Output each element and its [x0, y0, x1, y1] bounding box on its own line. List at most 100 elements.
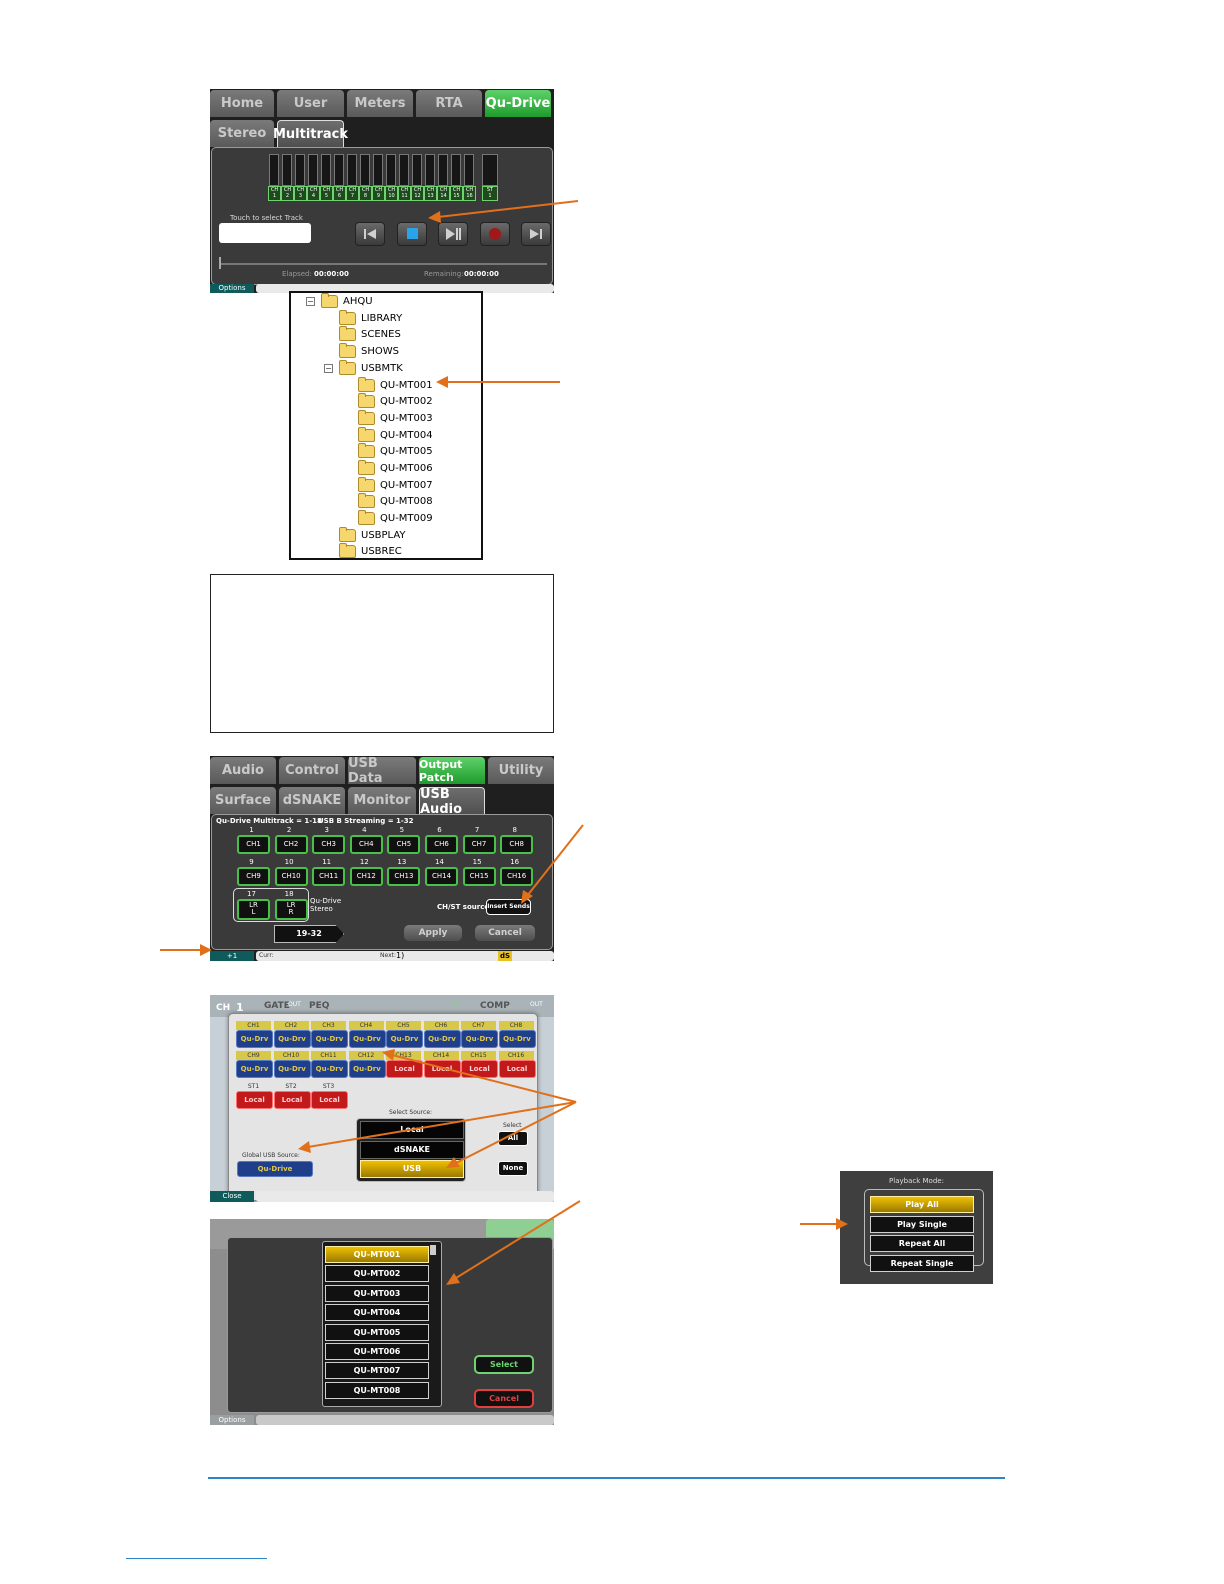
collapse-usbmtk[interactable]: −: [324, 364, 333, 373]
position-slider[interactable]: [219, 263, 547, 265]
folder-usbrec[interactable]: USBREC: [339, 543, 402, 558]
folder-library[interactable]: LIBRARY: [339, 309, 402, 326]
source-button[interactable]: Local: [386, 1060, 423, 1078]
cancel-list-button[interactable]: Cancel: [474, 1389, 534, 1408]
track-folder-item[interactable]: QU-MT005: [325, 1323, 429, 1341]
source-usb-button[interactable]: USB: [360, 1160, 464, 1178]
select-button[interactable]: Select: [474, 1355, 534, 1374]
select-all-button[interactable]: All: [498, 1131, 528, 1146]
patch-button-1[interactable]: CH1: [237, 835, 270, 854]
source-button[interactable]: Qu-Drv: [236, 1060, 273, 1078]
patch-button-14[interactable]: CH14: [425, 867, 458, 886]
channel-button-1[interactable]: CH 1: [268, 186, 281, 201]
source-button[interactable]: Qu-Drv: [348, 1030, 386, 1048]
folder-qu-mt005[interactable]: QU-MT005: [358, 443, 433, 460]
tab-stereo[interactable]: Stereo: [210, 120, 274, 147]
track-folder-item[interactable]: QU-MT008: [325, 1381, 429, 1399]
playback-mode-option[interactable]: Repeat Single: [870, 1254, 974, 1272]
tab-usb-audio[interactable]: USB Audio: [419, 787, 485, 817]
patch-button-13[interactable]: CH13: [387, 867, 421, 886]
previous-track-button[interactable]: [355, 222, 385, 246]
collapse-ahqu[interactable]: −: [306, 297, 315, 306]
channel-button-9[interactable]: CH 9: [372, 186, 385, 201]
cancel-button[interactable]: Cancel: [475, 925, 535, 941]
patch-button-6[interactable]: CH6: [425, 835, 458, 854]
folder-ahqu[interactable]: AHQU: [321, 293, 373, 309]
tab-monitor[interactable]: Monitor: [348, 787, 416, 814]
track-folder-item[interactable]: QU-MT006: [325, 1343, 429, 1360]
folder-qu-mt006[interactable]: QU-MT006: [358, 460, 433, 477]
patch-button-10[interactable]: CH10: [274, 867, 308, 886]
channel-button-16[interactable]: CH 16: [463, 186, 476, 201]
folder-qu-mt008[interactable]: QU-MT008: [358, 493, 433, 510]
tab-dsnake[interactable]: dSNAKE: [279, 787, 345, 814]
source-button[interactable]: Qu-Drv: [273, 1030, 311, 1048]
tab-usb-data[interactable]: USB Data: [348, 756, 416, 786]
stop-button[interactable]: [397, 222, 427, 246]
tab-control[interactable]: Control: [279, 757, 345, 784]
folder-usbplay[interactable]: USBPLAY: [339, 526, 406, 543]
folder-qu-mt009[interactable]: QU-MT009: [358, 510, 433, 527]
source-button[interactable]: Qu-Drv: [311, 1060, 348, 1078]
folder-qu-mt002[interactable]: QU-MT002: [358, 393, 433, 410]
track-folder-item[interactable]: QU-MT004: [325, 1304, 429, 1322]
track-folder-item[interactable]: QU-MT002: [325, 1265, 429, 1283]
source-button[interactable]: Local: [498, 1060, 536, 1078]
track-folder-item[interactable]: QU-MT001: [325, 1246, 429, 1263]
track-folder-item[interactable]: QU-MT007: [325, 1362, 429, 1380]
patch-button-9[interactable]: CH9: [237, 867, 270, 886]
source-button[interactable]: Qu-Drv: [498, 1030, 536, 1048]
insert-sends-button[interactable]: Insert Sends: [486, 899, 531, 915]
source-button[interactable]: Qu-Drv: [423, 1030, 461, 1048]
tab-output-patch[interactable]: Output Patch: [419, 757, 485, 784]
channel-button-8[interactable]: CH 8: [359, 186, 372, 201]
channel-button-6[interactable]: CH 6: [333, 186, 346, 201]
playback-mode-option[interactable]: Play Single: [870, 1215, 974, 1233]
source-button[interactable]: Qu-Drv: [236, 1030, 273, 1048]
tab-utility[interactable]: Utility: [488, 757, 554, 784]
position-slider-handle[interactable]: [219, 257, 221, 269]
tab-home[interactable]: Home: [210, 90, 274, 117]
patch-button-8[interactable]: CH8: [500, 835, 534, 854]
tab-qu-drive[interactable]: Qu-Drive: [485, 90, 551, 117]
patch-button-3[interactable]: CH3: [312, 835, 346, 854]
patch-button-15[interactable]: CH15: [462, 867, 496, 886]
folder-qu-mt001[interactable]: QU-MT001: [358, 376, 433, 393]
source-button[interactable]: Local: [273, 1091, 311, 1109]
source-button[interactable]: Qu-Drv: [273, 1060, 311, 1078]
folder-qu-mt004[interactable]: QU-MT004: [358, 426, 433, 443]
folder-scenes[interactable]: SCENES: [339, 326, 401, 343]
options-tab[interactable]: Options: [210, 284, 254, 293]
folder-qu-mt003[interactable]: QU-MT003: [358, 409, 433, 426]
tab-multitrack[interactable]: Multitrack: [273, 120, 348, 148]
tab-user[interactable]: User: [277, 90, 344, 117]
patch-button-2[interactable]: CH2: [274, 835, 308, 854]
source-button[interactable]: Qu-Drv: [386, 1030, 423, 1048]
source-button[interactable]: Local: [311, 1091, 348, 1109]
playback-mode-option[interactable]: Repeat All: [870, 1235, 974, 1252]
global-usb-source-button[interactable]: Qu-Drive: [237, 1161, 313, 1177]
channel-button-14[interactable]: CH 14: [437, 186, 450, 201]
channel-button-10[interactable]: CH 10: [385, 186, 398, 201]
tab-surface[interactable]: Surface: [210, 787, 276, 814]
tab-audio[interactable]: Audio: [210, 757, 276, 784]
playback-mode-option[interactable]: Play All: [870, 1196, 974, 1213]
apply-button[interactable]: Apply: [404, 925, 462, 941]
channel-button-3[interactable]: CH 3: [294, 186, 307, 201]
folder-shows[interactable]: SHOWS: [339, 343, 399, 360]
source-button[interactable]: Local: [236, 1091, 273, 1109]
tab-rta[interactable]: RTA: [416, 90, 482, 117]
folder-usbmtk[interactable]: USBMTK: [339, 359, 403, 376]
source-button[interactable]: Qu-Drv: [461, 1030, 498, 1048]
source-dsnake-button[interactable]: dSNAKE: [360, 1141, 464, 1159]
list-scrollbar[interactable]: [430, 1245, 436, 1255]
source-button[interactable]: Qu-Drv: [348, 1060, 386, 1078]
patch-button-lr-18[interactable]: LR R: [274, 899, 308, 920]
patch-button-12[interactable]: CH12: [349, 867, 383, 886]
source-button[interactable]: Qu-Drv: [311, 1030, 348, 1048]
patch-button-11[interactable]: CH11: [312, 867, 346, 886]
patch-button-7[interactable]: CH7: [462, 835, 496, 854]
channel-button-15[interactable]: CH 15: [450, 186, 463, 201]
patch-button-5[interactable]: CH5: [387, 835, 421, 854]
record-button[interactable]: [480, 222, 510, 246]
